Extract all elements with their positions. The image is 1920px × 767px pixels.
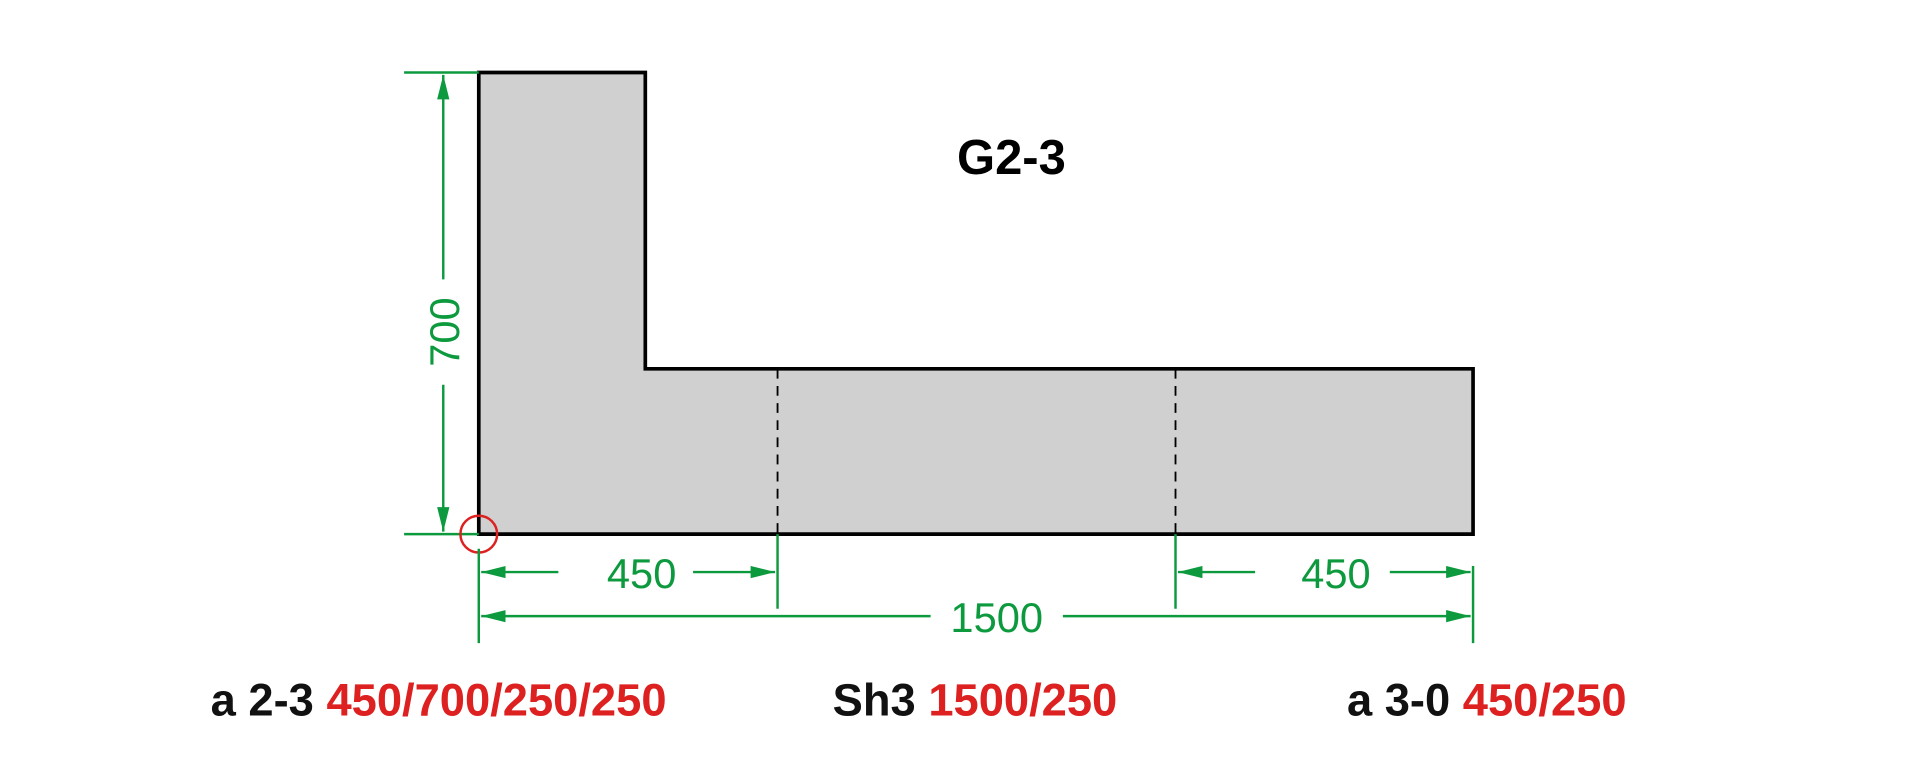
label-prefix: Sh3 (833, 674, 916, 725)
label-value: 450/250 (1463, 674, 1627, 725)
label-sh3: Sh3 1500/250 (833, 674, 1118, 725)
right-segment-dimension: 450 (1177, 550, 1471, 597)
height-dimension: 700 (404, 71, 479, 536)
label-value: 1500/250 (928, 674, 1117, 725)
label-a-2-3: a 2-3 450/700/250/250 (211, 674, 667, 725)
right-segment-label: 450 (1301, 550, 1370, 597)
label-value: 450/700/250/250 (326, 674, 666, 725)
total-length-dimension: 1500 (481, 594, 1471, 641)
total-length-label: 1500 (950, 594, 1043, 641)
drawing-title: G2-3 (957, 131, 1066, 185)
label-prefix: a 2-3 (211, 674, 314, 725)
label-a-3-0: a 3-0 450/250 (1347, 674, 1627, 725)
height-dimension-label: 700 (421, 297, 468, 366)
left-segment-dimension: 450 (481, 550, 776, 597)
label-prefix: a 3-0 (1347, 674, 1450, 725)
left-segment-label: 450 (607, 550, 676, 597)
